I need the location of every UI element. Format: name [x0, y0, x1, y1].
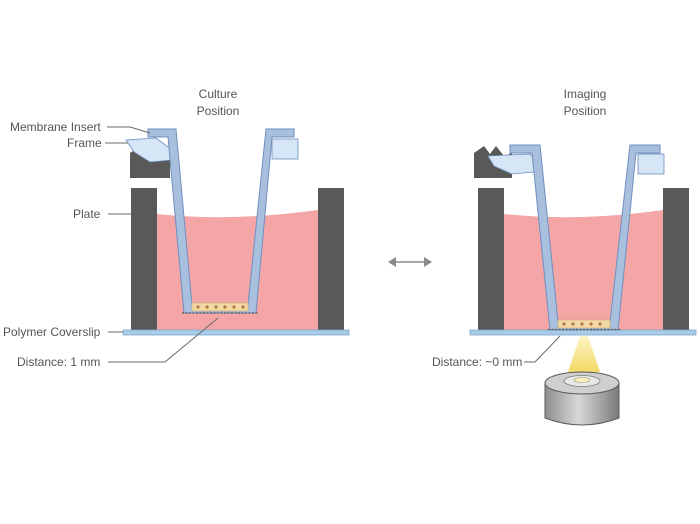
- culture-medium: [157, 210, 318, 330]
- imaging-title-line1: Imaging: [564, 87, 607, 101]
- imaging-cell-layer: [557, 319, 611, 329]
- imaging-polymer-coverslip: [469, 329, 697, 336]
- culture-panel: Culture Position Membrane Insert: [3, 87, 350, 369]
- culture-frame-right-clip: [271, 138, 299, 160]
- imaging-light-beam: [568, 336, 600, 372]
- leader-distance-imaging: [524, 335, 561, 363]
- culture-cell-layer: [191, 302, 249, 312]
- label-frame: Frame: [67, 136, 102, 150]
- imaging-panel: Imaging Position: [432, 87, 697, 426]
- culture-title-line1: Culture: [199, 87, 238, 101]
- label-distance-culture: Distance: 1 mm: [17, 355, 100, 369]
- imaging-frame-right-clip: [637, 153, 665, 175]
- culture-plate-right-wall: [318, 188, 344, 330]
- imaging-title-line2: Position: [564, 104, 607, 118]
- label-distance-imaging: Distance: ~0 mm: [432, 355, 522, 369]
- leader-membrane-insert: [107, 126, 151, 134]
- imaging-medium: [504, 210, 663, 330]
- leader-distance-culture: [108, 317, 219, 363]
- culture-title-line2: Position: [197, 104, 240, 118]
- culture-plate-left-wall: [131, 188, 157, 330]
- label-plate: Plate: [73, 207, 101, 221]
- culture-polymer-coverslip: [122, 329, 350, 336]
- double-arrow-icon: [388, 257, 432, 267]
- label-polymer-coverslip: Polymer Coverslip: [3, 325, 101, 339]
- imaging-plate-left-wall: [478, 188, 504, 330]
- imaging-plate-right-wall: [663, 188, 689, 330]
- microscope-objective: [544, 371, 620, 426]
- label-membrane-insert: Membrane Insert: [10, 120, 101, 134]
